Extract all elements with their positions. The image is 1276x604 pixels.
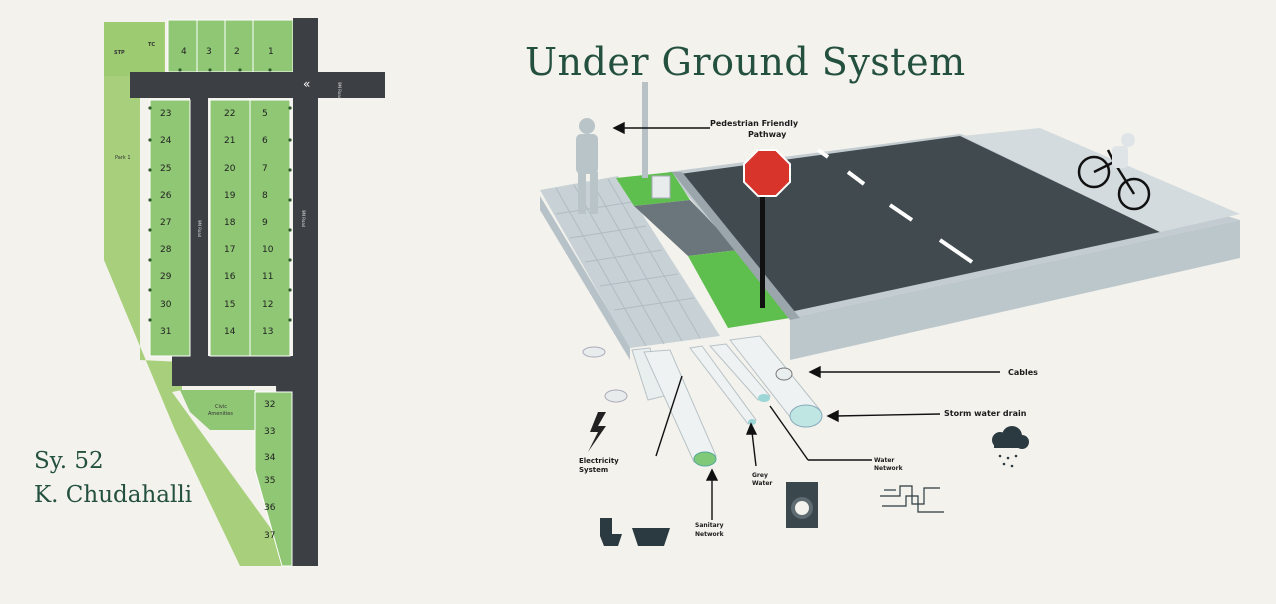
asphalt-road <box>680 136 1160 312</box>
svg-text:«: « <box>303 77 310 91</box>
plot-number: 21 <box>224 136 236 146</box>
pedestrian-label-1: Pedestrian Friendly <box>710 119 799 128</box>
plot-number: 22 <box>224 109 236 119</box>
plot-number: 3 <box>206 47 212 57</box>
civic-label-1: Civic <box>215 404 227 410</box>
plot-number: 15 <box>224 300 236 310</box>
underground-pipes <box>631 335 823 467</box>
plot-number: 29 <box>160 272 172 282</box>
water-label-1: Water <box>874 457 895 464</box>
svg-text:9M Road: 9M Road <box>197 220 202 238</box>
green-verge-bottom <box>688 250 790 328</box>
survey-info: Sy. 52 K. Chudahalli <box>34 444 192 512</box>
road-slab-side <box>790 220 1240 360</box>
top-plots <box>167 19 294 73</box>
toilet-icon <box>600 518 622 546</box>
bottom-plots-area <box>254 391 293 567</box>
plot-number: 31 <box>160 327 172 337</box>
park-area <box>104 22 298 566</box>
civic-amenities-area <box>180 390 255 430</box>
lane-markings <box>816 148 974 264</box>
plot-number: 12 <box>262 300 274 310</box>
plot-number: 27 <box>160 218 172 228</box>
stop-sign-pole <box>760 190 765 308</box>
storm-label: Storm water drain <box>944 409 1027 418</box>
cyclist-figure <box>1112 133 1135 168</box>
cylinder-icon <box>582 346 606 358</box>
plot-number: 14 <box>224 327 236 337</box>
plot-number: 28 <box>160 245 172 255</box>
plot-number: 26 <box>160 191 172 201</box>
bike-path <box>962 128 1240 232</box>
plot-number: 18 <box>224 218 236 228</box>
stp-label: STP <box>114 50 125 56</box>
plot-number: 33 <box>264 427 276 437</box>
plot-number: 30 <box>160 300 172 310</box>
stp-block <box>104 22 164 76</box>
plot-number: 1 <box>268 47 274 57</box>
pavement-side <box>540 196 630 360</box>
lamp-post <box>642 82 648 178</box>
stop-sign <box>743 149 791 197</box>
plot-number: 35 <box>264 476 276 486</box>
plot-number: 10 <box>262 245 274 255</box>
plot-number: 32 <box>264 400 276 410</box>
plot-number: 20 <box>224 164 236 174</box>
bathtub-icon <box>632 528 670 546</box>
plot-number: 19 <box>224 191 236 201</box>
plot-number: 4 <box>181 47 187 57</box>
page-title: Under Ground System <box>525 40 966 84</box>
svg-text:9M Road: 9M Road <box>337 82 342 100</box>
road-trees <box>148 68 292 322</box>
sanitary-label-1: Sanitary <box>695 522 724 529</box>
village-name: K. Chudahalli <box>34 482 193 508</box>
pedestrian-figure <box>576 118 598 214</box>
water-label-2: Network <box>874 465 903 472</box>
pavement-tiles <box>555 178 701 347</box>
cables-label: Cables <box>1008 368 1038 377</box>
utility-box <box>651 175 671 199</box>
washing-machine-icon <box>786 482 818 528</box>
water-network-icon <box>880 485 944 513</box>
plot-number: 16 <box>224 272 236 282</box>
cylinder-icon <box>604 389 628 403</box>
survey-number: Sy. 52 <box>34 448 104 474</box>
plot-number: 37 <box>264 531 276 541</box>
grey-label-1: Grey <box>752 472 768 479</box>
plot-number: 13 <box>262 327 274 337</box>
plot-number: 2 <box>234 47 240 57</box>
lightning-icon <box>588 412 606 452</box>
svg-text:9M Road: 9M Road <box>301 210 306 228</box>
stop-sign-text: STOP <box>751 163 783 177</box>
verge-paving <box>634 200 738 256</box>
plot-number: 25 <box>160 164 172 174</box>
plot-number: 34 <box>264 453 276 463</box>
plot-columns <box>149 99 291 357</box>
rain-cloud-icon <box>992 426 1029 449</box>
tc-label: TC <box>148 42 156 48</box>
plot-number: 36 <box>264 503 276 513</box>
park-label: Park 1 <box>115 155 131 161</box>
plot-number: 9 <box>262 218 268 228</box>
pavement-top <box>540 176 720 348</box>
electricity-label-1: Electricity <box>579 457 619 465</box>
plot-number: 23 <box>160 109 172 119</box>
plot-number: 24 <box>160 136 172 146</box>
pedestrian-label-2: Pathway <box>748 130 787 139</box>
plot-number: 6 <box>262 136 268 146</box>
kerb <box>672 172 800 320</box>
plot-number: 7 <box>262 164 268 174</box>
electricity-label-2: System <box>579 466 609 474</box>
plot-number: 17 <box>224 245 236 255</box>
sanitary-label-2: Network <box>695 531 724 538</box>
callout-arrows <box>612 121 1000 520</box>
plot-number: 11 <box>262 272 274 282</box>
civic-label-2: Amenities <box>208 411 233 417</box>
plot-number: 5 <box>262 109 268 119</box>
plot-number: 8 <box>262 191 268 201</box>
grey-label-2: Water <box>752 480 773 487</box>
